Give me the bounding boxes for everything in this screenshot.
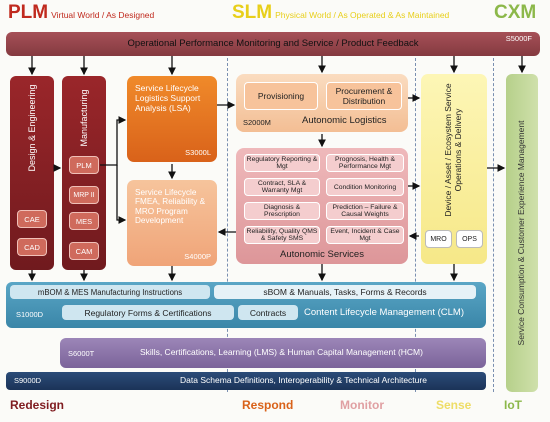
footer-sense: Sense [436, 398, 472, 412]
service-event: Event, Incident & Case Mgt [326, 226, 404, 244]
logistics-title: Autonomic Logistics [302, 115, 387, 126]
divider-plm-slm [227, 58, 228, 392]
fmea-text: Service Lifecycle FMEA, Reliability & MR… [135, 188, 206, 226]
ops-box: OPS [456, 230, 483, 248]
clm-title: Content Lifecycle Management (CLM) [304, 307, 464, 318]
schema-band: S9000D Data Schema Definitions, Interope… [6, 372, 486, 390]
cam-box: CAM [69, 242, 99, 260]
provisioning-box: Provisioning [244, 82, 318, 110]
schema-text: Data Schema Definitions, Interoperabilit… [180, 375, 427, 385]
regulatory-forms-box: Regulatory Forms & Certifications [62, 305, 234, 320]
sbom-box: sBOM & Manuals, Tasks, Forms & Records [214, 285, 476, 299]
schema-code: S9000D [14, 376, 42, 385]
device-asset-box: Device / Asset / Ecosystem Service Opera… [421, 74, 487, 264]
service-regulatory: Regulatory Reporting & Mgt [244, 154, 320, 172]
mes-box: MES [69, 212, 99, 230]
header-plm-subtitle: Virtual World / As Designed [51, 10, 155, 20]
mro-box: MRO [425, 230, 452, 248]
header-slm-title: SLM [232, 2, 273, 23]
hcm-text: Skills, Certifications, Learning (LMS) &… [140, 347, 423, 357]
footer-respond: Respond [242, 398, 294, 412]
lsa-code: S3000L [185, 148, 211, 157]
header-cxm-title: CXM [494, 2, 537, 23]
lsa-text: Service Lifecycle Logistics Support Anal… [135, 83, 201, 113]
divider-monitor-sense [415, 58, 416, 392]
mrp-box: MRP II [69, 186, 99, 204]
arrow-plm-lsa [100, 116, 127, 166]
cae-box: CAE [17, 210, 47, 228]
procurement-box: Procurement & Distribution [326, 82, 402, 110]
manufacturing-column: Manufacturing PLM MRP II MES CAM [62, 76, 106, 270]
top-banner-code: S5000F [505, 34, 532, 43]
logistics-code: S2000M [243, 118, 271, 127]
design-engineering-column: Design & Engineering CAE CAD [10, 76, 54, 270]
service-condition: Condition Monitoring [326, 178, 404, 196]
top-banner-text: Operational Performance Monitoring and S… [127, 38, 419, 49]
service-reliability: Reliability, Quality QMS & Safety SMS [244, 226, 320, 244]
autonomic-logistics-box: Provisioning Procurement & Distribution … [236, 74, 408, 132]
header-cxm: CXM [494, 2, 536, 24]
arrow-plm-fmea [116, 165, 127, 224]
top-banner: Operational Performance Monitoring and S… [6, 32, 540, 56]
fmea-code: S4000P [184, 252, 211, 261]
footer-iot: IoT [504, 398, 522, 412]
autonomic-services-box: Regulatory Reporting & Mgt Prognosis, He… [236, 148, 408, 264]
mbom-box: mBOM & MES Manufacturing Instructions [10, 285, 210, 299]
service-prognosis: Prognosis, Health & Performance Mgt [326, 154, 404, 172]
footer-monitor: Monitor [340, 398, 384, 412]
fmea-box: Service Lifecycle FMEA, Reliability & MR… [127, 180, 217, 266]
plm-box: PLM [69, 156, 99, 174]
header-plm-title: PLM [8, 2, 49, 23]
divider-sense-iot [493, 58, 494, 392]
customer-experience-column: Service Consumption & Customer Experienc… [506, 74, 538, 392]
header-slm-subtitle: Physical World / As Operated & As Mainta… [275, 10, 450, 20]
service-diagnosis: Diagnosis & Prescription [244, 202, 320, 220]
service-prediction: Prediction – Failure & Causal Weights [326, 202, 404, 220]
cad-box: CAD [17, 238, 47, 256]
footer-redesign: Redesign [10, 398, 65, 412]
hcm-band: S6000T Skills, Certifications, Learning … [60, 338, 486, 368]
clm-code: S1000D [16, 310, 44, 319]
services-title: Autonomic Services [280, 249, 364, 260]
lsa-box: Service Lifecycle Logistics Support Anal… [127, 76, 217, 162]
clm-band: mBOM & MES Manufacturing Instructions sB… [6, 282, 486, 328]
hcm-code: S6000T [68, 349, 95, 358]
contracts-box: Contracts [238, 305, 298, 320]
service-contract: Contract, SLA & Warranty Mgt [244, 178, 320, 196]
